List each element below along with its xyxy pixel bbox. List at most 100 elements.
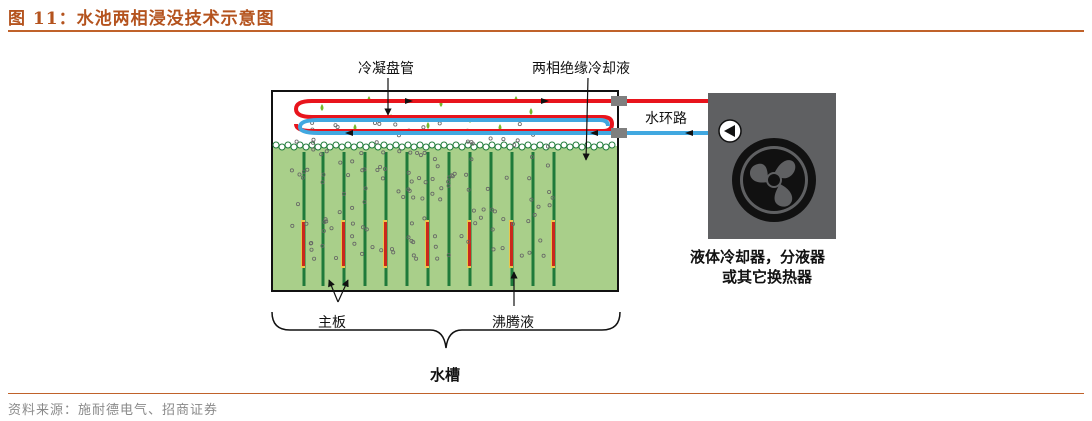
vapor-bubble (411, 253, 416, 258)
vapor-bubble (350, 159, 355, 164)
vapor-bubble (530, 154, 535, 159)
surface-bubble (554, 143, 562, 151)
flow-arrows (345, 98, 693, 136)
vapor-bubble (430, 176, 435, 181)
vapor-bubble (471, 208, 476, 213)
surface-bubble (344, 141, 352, 149)
title-divider (8, 30, 1084, 32)
vapor-bubble (439, 186, 444, 191)
boiling-fluid-label: 沸腾液 (492, 315, 534, 331)
cooler-label-line2: 或其它换热器 (722, 268, 813, 286)
surface-bubble (314, 143, 322, 151)
vapor-bubble (411, 195, 416, 200)
vapor-bubble (512, 142, 517, 147)
surface-bubble (302, 143, 310, 151)
vapor-bubble (311, 147, 316, 152)
surface-bubble (272, 141, 280, 149)
vapor-bubble (401, 194, 406, 199)
vapor-bubble (435, 164, 440, 169)
cold-connector (611, 128, 627, 138)
vapor-bubble (341, 191, 346, 196)
vapor-bubble (381, 150, 386, 155)
vapor-bubble (294, 139, 299, 144)
surface-bubble (278, 143, 286, 151)
vapor-bubble (375, 167, 380, 172)
vapor-bubble (473, 221, 478, 226)
surface-bubble (494, 143, 502, 151)
chip (342, 222, 345, 266)
vapor-bubble (305, 167, 310, 172)
vapor-bubble (532, 212, 537, 217)
vapor-bubble (490, 227, 495, 232)
vapor-bubble (469, 157, 474, 162)
vapor-bubble (489, 207, 494, 212)
surface-bubble (290, 143, 298, 151)
vapor-bubble (391, 250, 396, 255)
vapor-bubble (422, 216, 427, 221)
vapor-bubble (415, 150, 420, 155)
vapor-bubble (529, 197, 534, 202)
fan-icon (732, 138, 816, 222)
vapor-bubble (423, 180, 428, 185)
vapor-bubble (433, 244, 438, 249)
vapor-bubble (501, 137, 506, 142)
vapor-bubble (321, 172, 326, 177)
vapor-bubble (359, 251, 364, 256)
vapor-bubble (447, 175, 452, 180)
vapor-bubble (300, 175, 305, 180)
vapor-bubble (408, 150, 413, 155)
vapor-bubble (501, 217, 506, 222)
surface-bubble (410, 143, 418, 151)
condenser-coil-label: 冷凝盘管 (358, 61, 414, 77)
source-note: 资料来源：施耐德电气、招商证券 (8, 403, 219, 418)
vapor-bubble (379, 248, 384, 253)
surface-bubble (392, 141, 400, 149)
condenser-coil (293, 99, 626, 135)
cooler-label-line1: 液体冷却器，分液器 (690, 248, 826, 266)
vapor-bubble (488, 136, 493, 141)
cold-pipe (297, 118, 626, 135)
vapor-bubble (346, 173, 351, 178)
chip (510, 222, 513, 266)
vapor-bubble (320, 180, 325, 185)
surface-bubble (542, 143, 550, 151)
condensate-droplet (529, 108, 533, 115)
motherboards (301, 152, 556, 286)
surface-bubble (596, 141, 604, 149)
vapor-bubble (547, 203, 552, 208)
surface-bubble (476, 141, 484, 149)
vapor-bubble (406, 187, 411, 192)
vapor-bubble (389, 247, 394, 252)
vapor-bubble (321, 228, 326, 233)
vapor-bubble (435, 256, 440, 261)
vapor-bubble (333, 255, 338, 260)
vapor-bubble (297, 172, 302, 177)
vapor-bubble (364, 227, 369, 232)
vapor-bubble (519, 253, 524, 258)
vapor-bubble (545, 163, 550, 168)
vapor-bubble (417, 176, 422, 181)
vapor-bubble (324, 149, 329, 154)
surface-bubble (482, 143, 490, 151)
surface-bubble (446, 143, 454, 151)
vapor-bubble (312, 256, 317, 261)
board-leader-1 (328, 279, 339, 303)
surface-bubble (440, 141, 448, 149)
vapor-bubble (446, 179, 451, 184)
surface-bubble (350, 143, 358, 151)
surface-bubble (464, 141, 472, 149)
vapor-bubble (338, 160, 343, 165)
surface-bubble (308, 141, 316, 149)
vapor-bubble (446, 253, 451, 258)
vapor-bubble (409, 221, 414, 226)
surface-bubble (488, 141, 496, 149)
fluid-leader (582, 77, 590, 161)
vapor-bubble (510, 221, 515, 226)
vapor-bubble (547, 189, 552, 194)
surface-bubble (530, 143, 538, 151)
vapor-bubble (466, 187, 471, 192)
surface-bubble (380, 141, 388, 149)
two-phase-fluid-label: 两相绝缘冷却液 (532, 61, 630, 77)
vapor-bubble (550, 195, 555, 200)
surface-bubble (356, 141, 364, 149)
